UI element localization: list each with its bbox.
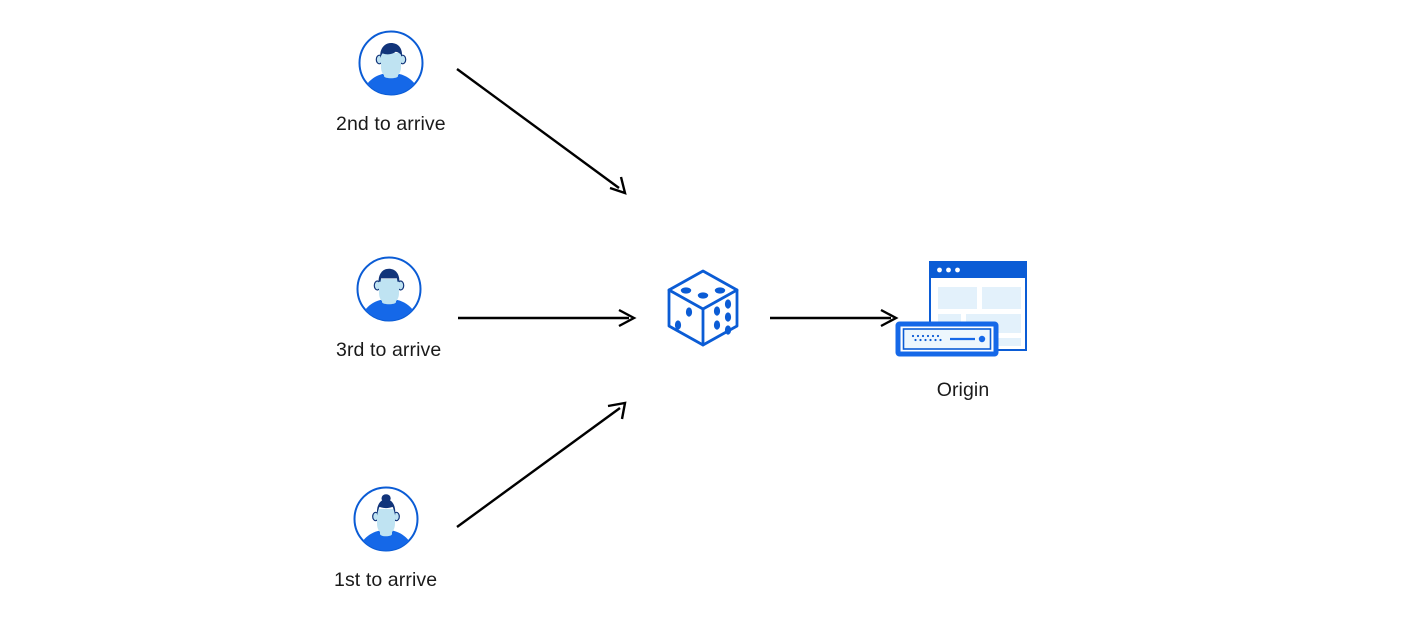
origin-label: Origin [936, 379, 990, 401]
avatar [355, 255, 423, 323]
browser-dot-2 [946, 267, 951, 273]
arrow-from-3rd [458, 308, 637, 328]
dice-left-pips [674, 307, 693, 330]
dice-right-pips [713, 299, 732, 335]
avatar [352, 485, 420, 553]
arrow-to-origin [770, 308, 899, 328]
dice-top-pips [680, 287, 726, 299]
browser-dot-1 [937, 267, 942, 273]
client-node-3rd: 3rd to arrive [336, 255, 441, 361]
arrow-from-2nd [456, 68, 627, 195]
user-avatar-icon [356, 256, 422, 322]
origin-graphic [893, 255, 1033, 361]
origin-node: Origin [893, 255, 1033, 401]
server-status-light [978, 335, 986, 343]
server-vent-dots [911, 334, 942, 342]
arrow-from-1st [456, 401, 627, 528]
client-node-1st: 1st to arrive [334, 485, 437, 591]
dice-icon [667, 269, 739, 347]
client-node-2nd: 2nd to arrive [336, 29, 446, 135]
client-label: 3rd to arrive [336, 339, 442, 361]
client-label: 1st to arrive [334, 569, 438, 591]
server-browser-icon [895, 261, 1027, 357]
user-avatar-icon [353, 486, 419, 552]
client-label: 2nd to arrive [336, 113, 446, 135]
user-avatar-icon [358, 30, 424, 96]
server-device-icon [895, 321, 999, 357]
avatar [357, 29, 425, 97]
browser-dot-3 [955, 267, 960, 273]
dice-node [660, 265, 746, 351]
